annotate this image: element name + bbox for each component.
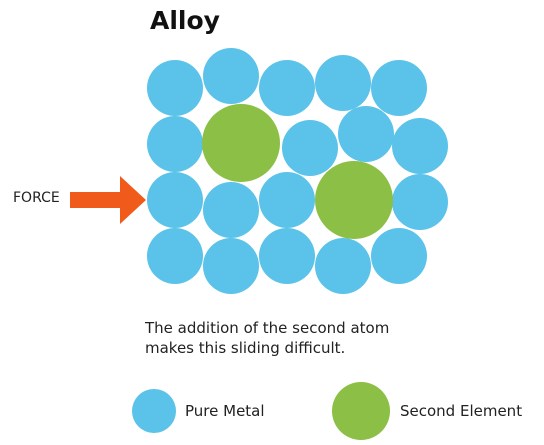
- pure-metal-atom: [392, 174, 448, 230]
- caption: The addition of the second atom makes th…: [145, 318, 389, 358]
- pure-metal-atom: [315, 55, 371, 111]
- pure-metal-atom: [203, 48, 259, 104]
- pure-metal-atom: [371, 60, 427, 116]
- pure-metal-atom: [282, 120, 338, 176]
- pure-metal-atom: [259, 228, 315, 284]
- pure-metal-atom: [147, 228, 203, 284]
- pure-metal-atom: [338, 106, 394, 162]
- pure-metal-atom: [392, 118, 448, 174]
- caption-line-2: makes this sliding difficult.: [145, 339, 346, 357]
- force-label: FORCE: [13, 190, 60, 206]
- pure-metal-atom: [147, 60, 203, 116]
- caption-line-1: The addition of the second atom: [145, 319, 390, 337]
- legend-second-element-label: Second Element: [400, 402, 523, 420]
- pure-metal-atom: [203, 182, 259, 238]
- second-element-atom: [315, 161, 393, 239]
- pure-metal-atom: [315, 238, 371, 294]
- pure-metal-atom: [203, 238, 259, 294]
- pure-metal-atom: [259, 60, 315, 116]
- second-element-atom: [202, 104, 280, 182]
- force-arrow: [70, 176, 146, 224]
- legend-pure-metal-swatch: [132, 389, 176, 433]
- legend-pure-metal-label: Pure Metal: [185, 402, 265, 420]
- pure-metal-atom: [147, 116, 203, 172]
- pure-metal-atom: [371, 228, 427, 284]
- pure-metal-atom: [147, 172, 203, 228]
- diagram-title: Alloy: [150, 6, 220, 35]
- pure-metal-atom: [259, 172, 315, 228]
- legend-second-element-swatch: [332, 382, 390, 440]
